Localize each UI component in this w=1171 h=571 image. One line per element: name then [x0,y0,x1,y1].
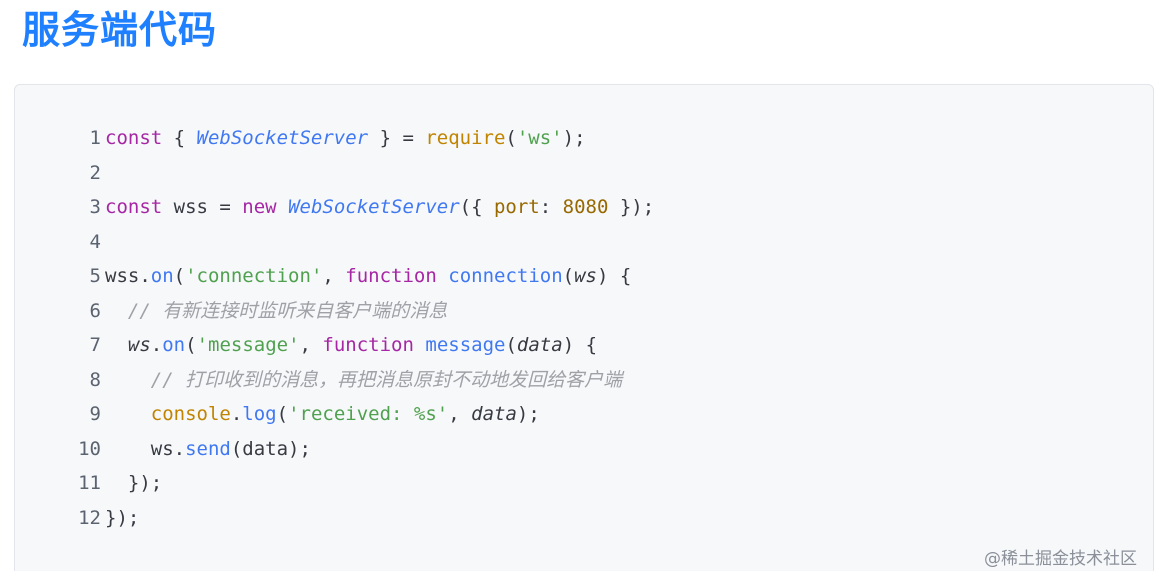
page-heading: 服务端代码 [22,8,218,52]
code-line: 8 // 打印收到的消息，再把消息原封不动地发回给客户端 [15,363,1153,398]
code-token: ws. [105,437,186,460]
code-token: send [185,437,231,460]
code-text: // 打印收到的消息，再把消息原封不动地发回给客户端 [105,363,622,398]
code-token: on [162,334,186,356]
code-token: ); [516,403,540,425]
watermark: @稀土掘金技术社区 [984,549,1137,569]
code-token [277,196,288,218]
line-number: 8 [89,368,101,391]
code-token: }); [105,506,140,529]
code-token: connection [448,265,563,287]
code-token: message [425,334,506,356]
line-number: 10 [78,437,101,460]
code-token [414,334,425,356]
code-token: wss. [105,265,151,287]
code-line: 9 console.log('received: %s', data); [15,397,1153,432]
code-line: 7 ws.on('message', function message(data… [15,328,1153,363]
code-token: , [322,265,346,287]
code-token: port [493,196,540,218]
code-token: function [345,265,437,287]
code-token: 'ws' [516,127,563,149]
code-token [105,300,128,322]
line-number: 6 [89,299,101,322]
code-token: ); [562,127,586,149]
line-number: 2 [89,161,101,184]
code-text: ws.on('message', function message(data) … [105,328,597,363]
code-token: , [299,334,323,356]
code-token [105,369,151,391]
code-token: // 有新连接时监听来自客户端的消息 [127,299,448,322]
line-number: 3 [89,196,101,218]
code-text: ws.send(data); [105,432,311,467]
line-number: 5 [89,265,101,287]
code-token: , [448,403,472,425]
code-token: ( [173,265,186,287]
code-token: data [516,334,563,356]
code-token: } = [368,127,426,149]
code-line: 6 // 有新连接时监听来自客户端的消息 [15,294,1153,329]
code-token: 'connection' [185,265,323,287]
code-token: ( [185,334,197,356]
line-number: 7 [89,334,101,356]
code-token: WebSocketServer [288,196,460,218]
code-token: on [150,265,174,287]
code-token: ({ [459,196,494,218]
line-number: 12 [78,506,101,529]
code-token: console [150,403,231,425]
code-token: 'received: %s' [288,403,449,425]
code-token: ( [505,127,517,149]
code-token: 'message' [196,334,300,356]
code-token: // 打印收到的消息，再把消息原封不动地发回给客户端 [150,368,623,391]
code-line: 11 }); [15,466,1153,501]
code-token: . [150,334,163,356]
line-number: 9 [89,403,101,425]
line-number: 11 [78,472,101,494]
code-token: ( [505,334,517,356]
code-token: wss = [162,196,243,218]
line-number: 1 [89,127,101,149]
code-token [105,403,151,425]
code-token: new [242,196,277,218]
code-text: // 有新连接时监听来自客户端的消息 [105,294,447,329]
code-token: function [322,334,414,356]
code-token: }); [105,472,163,494]
code-token: (data); [230,437,311,460]
code-token: ) { [562,334,598,356]
code-token: . [230,403,243,425]
code-token: ( [562,265,575,287]
code-token: ( [276,403,289,425]
code-token: : [539,196,563,218]
code-token: require [425,127,506,149]
code-text: wss.on('connection', function connection… [105,259,631,294]
code-token: ws [127,334,151,356]
code-token: ) { [596,265,632,287]
code-token: const [105,196,163,218]
code-token: ws [574,265,597,287]
code-token: 8080 [562,196,609,218]
line-number: 4 [89,230,101,253]
code-text: }); [105,466,162,501]
code-line: 10 ws.send(data); [15,432,1153,467]
code-token [437,265,448,287]
code-text: const { WebSocketServer } = require('ws'… [105,121,586,156]
code-text: console.log('received: %s', data); [105,397,540,432]
code-token: { [162,127,197,149]
code-token: const [105,127,163,149]
code-token: }); [608,196,655,218]
code-token [105,334,128,356]
code-line: 4 [15,225,1153,260]
code-text: const wss = new WebSocketServer({ port: … [105,190,654,225]
code-token: WebSocketServer [196,127,369,149]
code-text: }); [105,501,139,536]
code-line: 2 [15,156,1153,191]
code-token: data [471,403,517,425]
code-token: log [242,403,277,425]
code-line: 12}); [15,501,1153,536]
